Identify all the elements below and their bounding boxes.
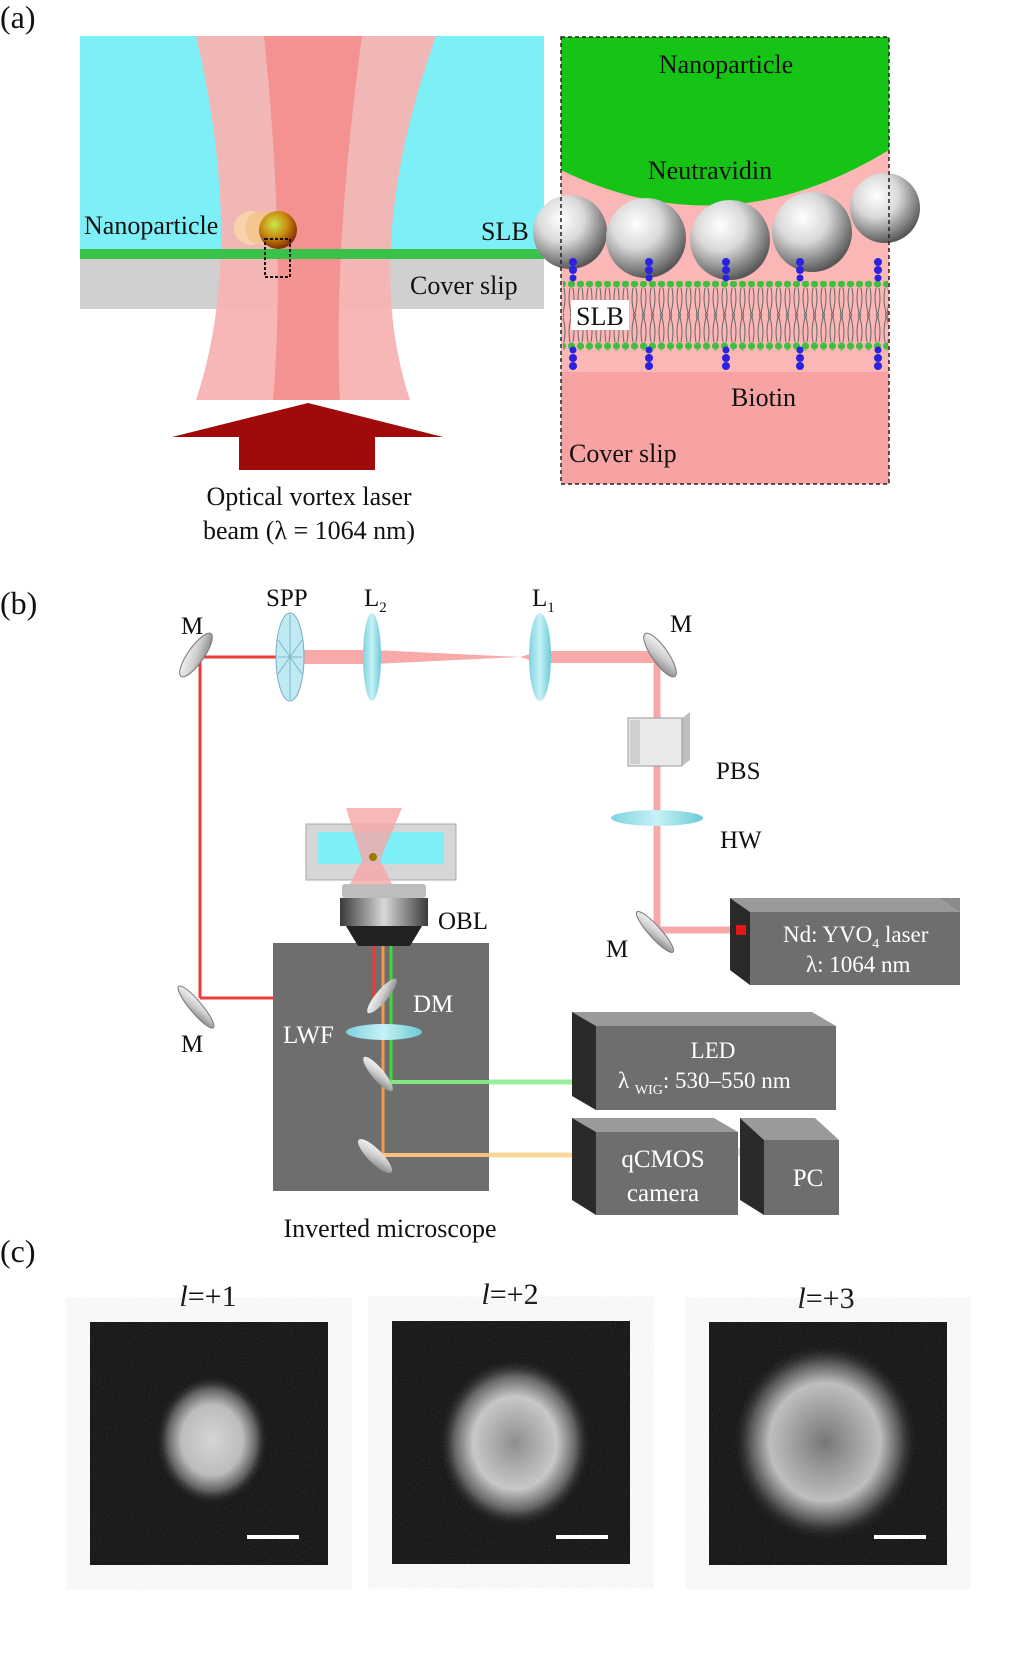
cover-slip-label: Cover slip (410, 271, 518, 300)
mirror-label-right: M (606, 936, 628, 963)
inset-slb-label: SLB (576, 302, 624, 331)
spp-label: SPP (266, 585, 308, 612)
neutravidin-label: Neutravidin (648, 156, 772, 185)
beam-direction-arrow (172, 403, 443, 470)
optical-trap-schematic: Nanoparticle SLB Cover slip Optical vort… (80, 36, 544, 545)
inset-cover-slip (561, 372, 889, 484)
laser-label-line1: Nd: YVO4 laser (783, 922, 929, 952)
mirror-icon (358, 1139, 392, 1173)
vortex-image-3: l=+3 (709, 1282, 947, 1565)
microscope-body (273, 943, 489, 1191)
laser-box (730, 898, 960, 985)
large-nanoparticle (561, 37, 889, 206)
lwf-label: LWF (283, 1022, 334, 1049)
long-wave-filter (346, 1024, 422, 1040)
pbs-label: PBS (716, 758, 760, 785)
dm-label: DM (413, 991, 453, 1018)
sample-stage (305, 808, 457, 900)
biotin-label: Biotin (731, 383, 796, 412)
inset-cover-slip-label: Cover slip (569, 439, 677, 468)
laser-caption-line1: Optical vortex laser (206, 482, 411, 511)
l1-label: L1 (532, 585, 555, 616)
mirror-label-top-right: M (670, 611, 692, 638)
charge-label: l=+3 (797, 1282, 854, 1315)
led-label-line2: λ WIG: 530–550 nm (618, 1068, 791, 1098)
camera-label-line1: qCMOS (621, 1146, 704, 1173)
laser-beam-inner (264, 36, 362, 400)
half-wave-plate (611, 810, 703, 826)
panel-c-label: (c) (0, 1233, 36, 1269)
charge-label: l=+2 (481, 1278, 538, 1311)
scale-bar (556, 1535, 608, 1539)
scale-bar (247, 1535, 299, 1539)
mirror-icon (363, 1056, 393, 1092)
mirror-label-left: M (181, 1031, 203, 1058)
l2-label: L2 (364, 585, 387, 616)
mirror-icon (643, 632, 677, 678)
slb-label: SLB (481, 217, 529, 246)
internal-beams (372, 946, 489, 1157)
panel-a-label: (a) (0, 0, 36, 35)
hw-label: HW (720, 827, 762, 854)
panel-b-label: (b) (0, 585, 37, 621)
binding-inset: Nanoparticle Neutravidin SLB Biotin Cove… (533, 36, 920, 485)
microscope-label: Inverted microscope (284, 1214, 497, 1243)
pc-label: PC (793, 1165, 824, 1192)
laser-caption-line2: beam (λ = 1064 nm) (203, 516, 415, 545)
mirror-label-top-left: M (181, 613, 203, 640)
laser-label-line2: λ: 1064 nm (806, 952, 911, 977)
mirror-icon (635, 911, 675, 953)
slb-layer (80, 249, 544, 259)
camera-label-line2: camera (627, 1180, 699, 1207)
charge-label: l=+1 (179, 1280, 236, 1313)
nanoparticle-label: Nanoparticle (84, 211, 218, 240)
mirror-icon (177, 985, 215, 1029)
led-label-line1: LED (691, 1038, 736, 1063)
camera-box (572, 1118, 738, 1215)
inset-nanoparticle-label: Nanoparticle (659, 50, 793, 79)
mirror-icon (179, 632, 213, 678)
neutravidin-proteins (533, 173, 920, 280)
objective-lens (340, 884, 428, 946)
lens-l2 (363, 613, 381, 701)
inset-border (560, 36, 890, 485)
led-box (572, 1012, 836, 1110)
polarizing-beam-splitter (627, 712, 690, 767)
spiral-phase-plate (275, 612, 305, 702)
zoom-box (264, 238, 291, 278)
inset-slb-label-bg (571, 300, 629, 330)
pc-box (740, 1118, 839, 1215)
biotin-markers (569, 258, 882, 370)
scale-bar (874, 1535, 926, 1539)
nanoparticle-icon (234, 211, 297, 249)
dichroic-mirror (367, 978, 397, 1014)
obl-label: OBL (438, 908, 488, 935)
vortex-image-2: l=+2 (392, 1278, 630, 1564)
optical-setup: SPP L2 L1 M M PBS HW OBL M DM LWF M Nd: … (177, 585, 960, 1243)
lens-l1 (529, 613, 551, 701)
vortex-image-1: l=+1 (90, 1280, 328, 1565)
